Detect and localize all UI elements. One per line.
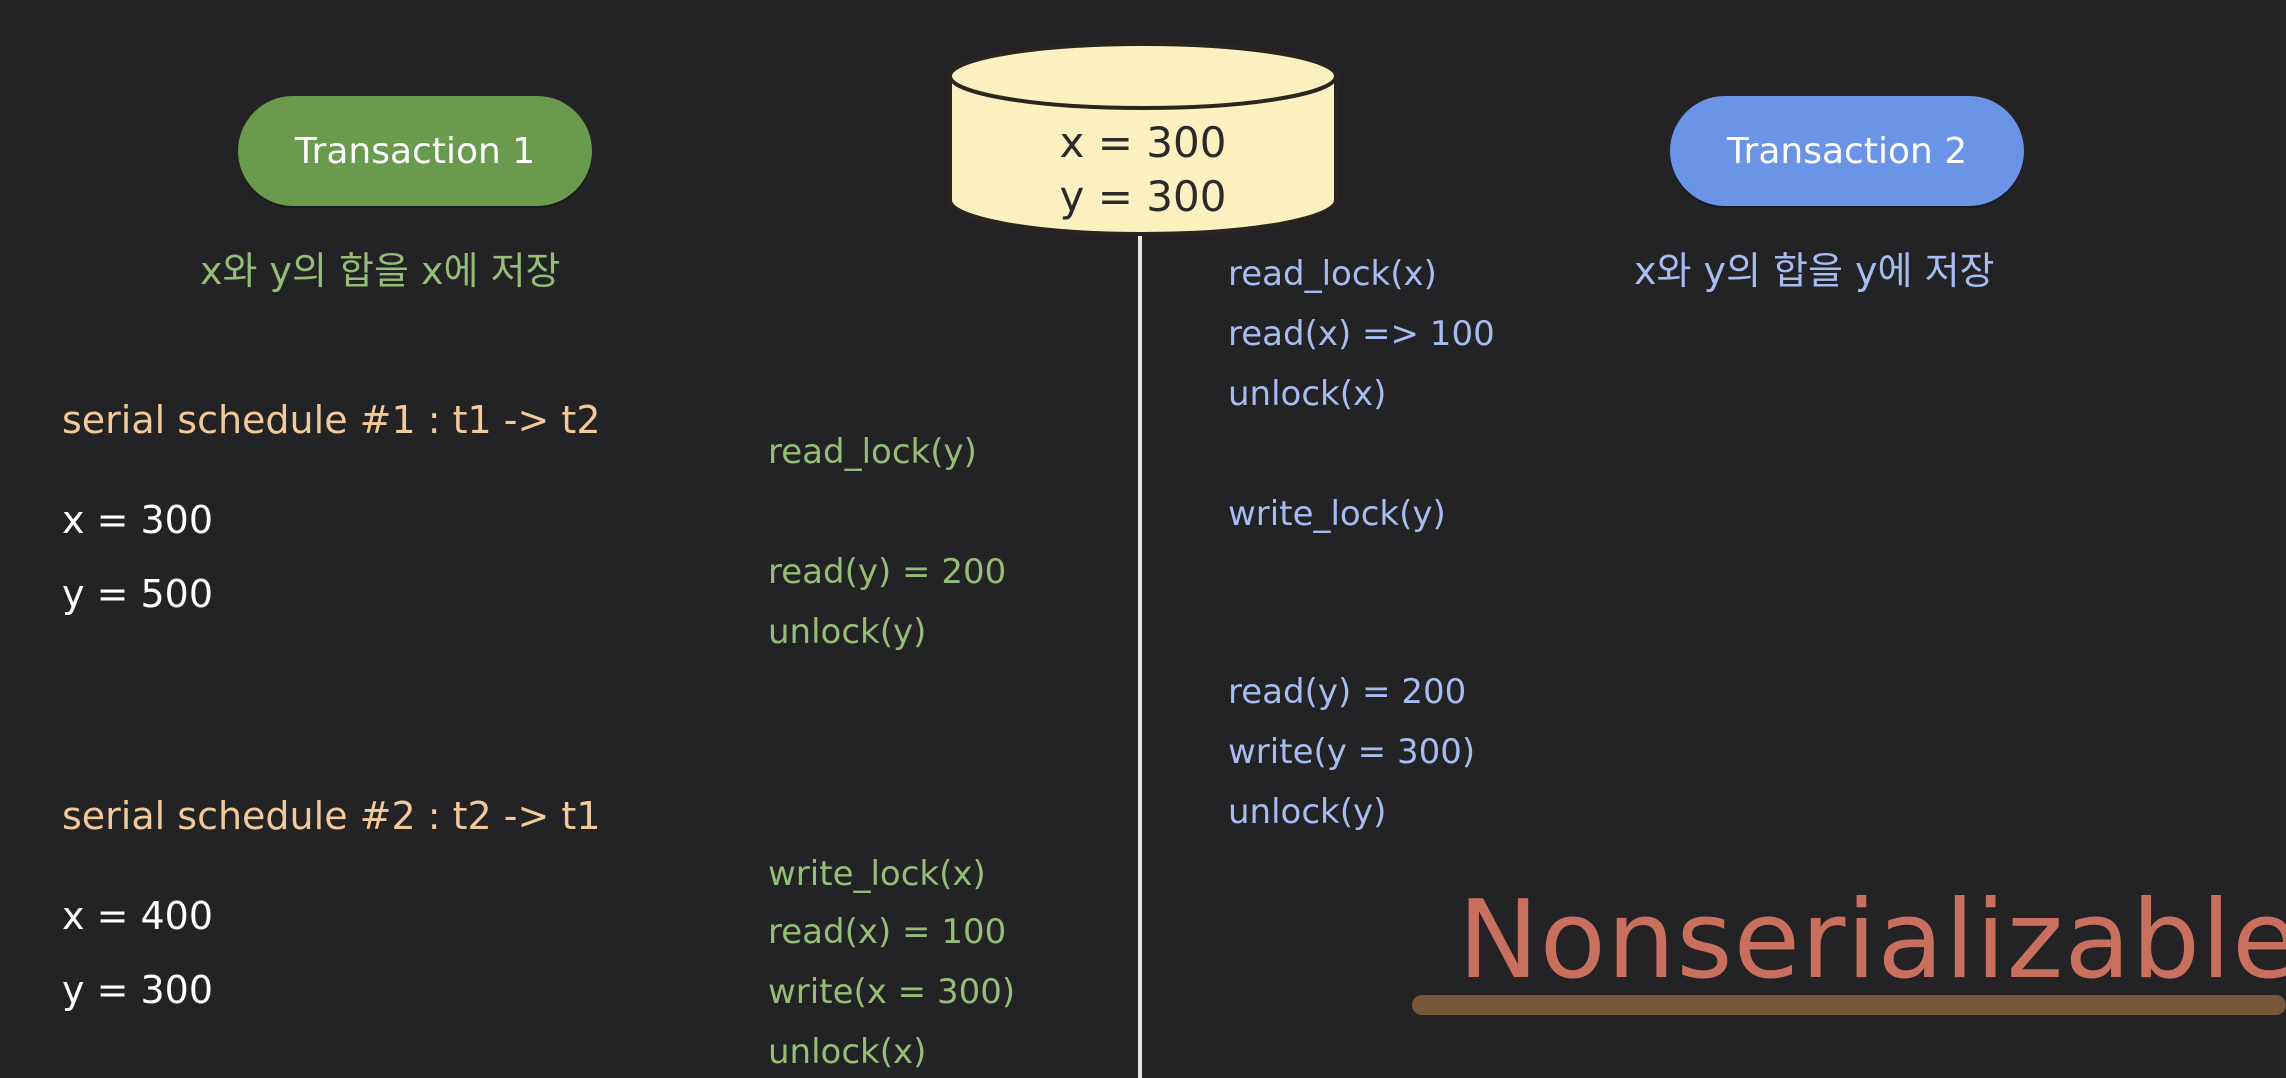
transaction-1-description: x와 y의 합을 x에 저장	[200, 249, 561, 293]
t1-operation: read_lock(y)	[768, 432, 977, 472]
nonserializable-label: Nonserializable	[1458, 878, 2286, 1003]
t1-operation: write(x = 300)	[768, 972, 1016, 1012]
database-cylinder-icon	[948, 42, 1338, 236]
schedule-1-y-result: y = 500	[62, 572, 214, 616]
t2-operation: write(y = 300)	[1228, 732, 1476, 772]
schedule-2-y-result: y = 300	[62, 968, 214, 1012]
timeline-divider	[1138, 236, 1142, 1078]
t1-operation: read(x) = 100	[768, 912, 1007, 952]
t2-operation: unlock(x)	[1228, 374, 1387, 414]
t2-operation: read(y) = 200	[1228, 672, 1467, 712]
t1-operation: read(y) = 200	[768, 552, 1007, 592]
t2-operation: read(x) => 100	[1228, 314, 1495, 354]
schedule-1-x-result: x = 300	[62, 498, 214, 542]
t1-operation: write_lock(x)	[768, 854, 986, 894]
transaction-1-label: Transaction 1	[294, 130, 536, 172]
t2-operation: write_lock(y)	[1228, 494, 1446, 534]
transaction-2-description: x와 y의 합을 y에 저장	[1634, 249, 1995, 293]
schedule-1-title: serial schedule #1 : t1 -> t2	[62, 398, 601, 442]
transaction-1-badge: Transaction 1	[238, 96, 592, 206]
database-y-value: y = 300	[1059, 172, 1227, 221]
t2-operation: read_lock(x)	[1228, 254, 1437, 294]
transaction-2-label: Transaction 2	[1726, 130, 1968, 172]
schedule-2-title: serial schedule #2 : t2 -> t1	[62, 794, 601, 838]
t1-operation: unlock(y)	[768, 612, 927, 652]
t2-operation: unlock(y)	[1228, 792, 1387, 832]
schedule-2-x-result: x = 400	[62, 894, 214, 938]
transaction-2-badge: Transaction 2	[1670, 96, 2024, 206]
verdict-underline	[1412, 995, 2286, 1015]
database-x-value: x = 300	[1059, 118, 1227, 167]
t1-operation: unlock(x)	[768, 1032, 927, 1072]
